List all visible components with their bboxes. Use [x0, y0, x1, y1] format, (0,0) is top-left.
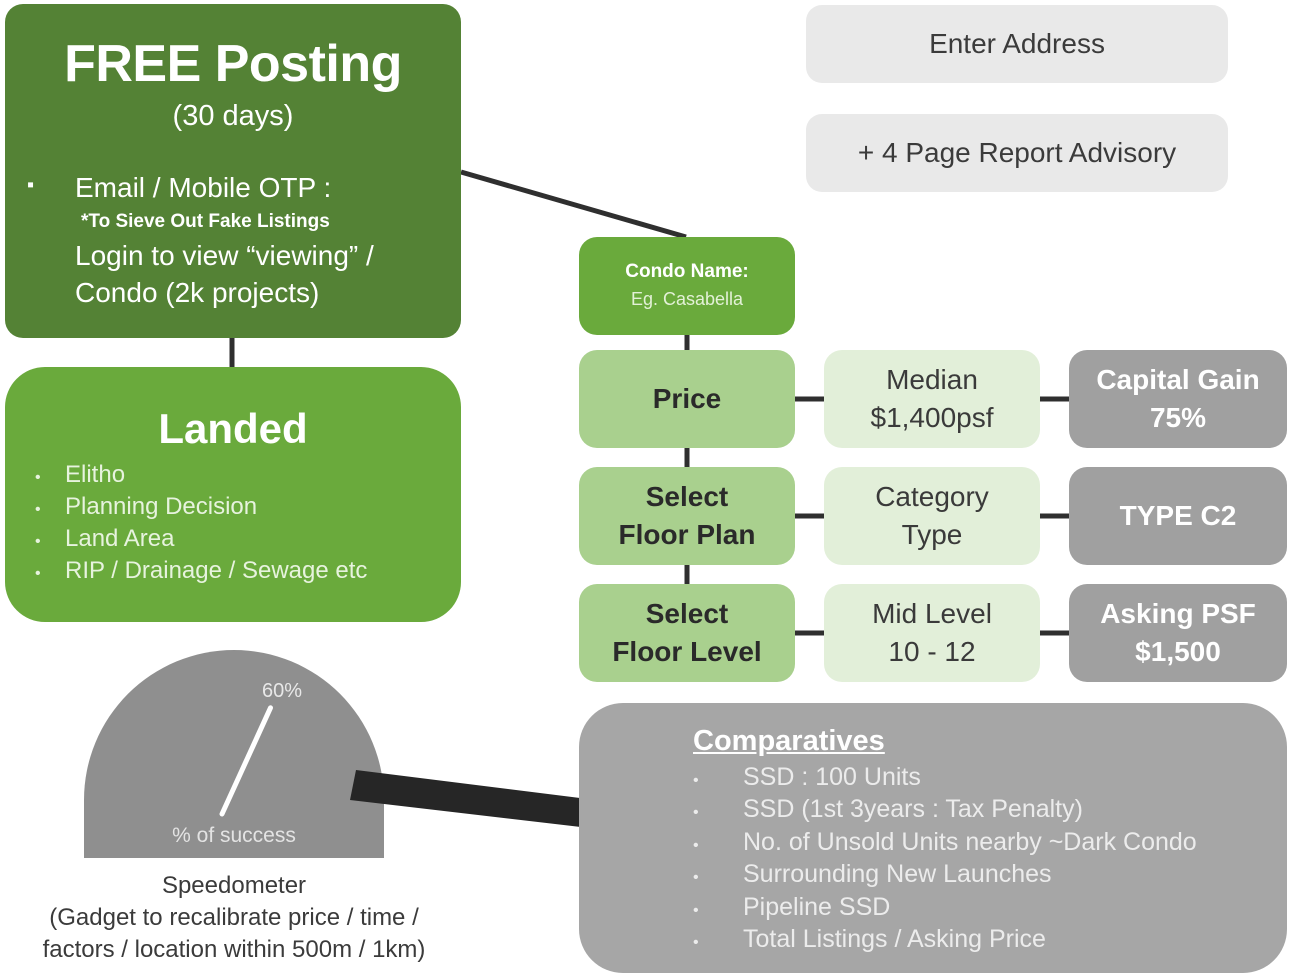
mid-label: Mid Level — [872, 598, 992, 629]
asking-psf-box: Asking PSF $1,500 — [1069, 584, 1287, 682]
bullet-icon: • — [35, 469, 41, 486]
median-price-box: Median $1,400psf — [824, 350, 1040, 448]
bullet-icon: • — [693, 933, 699, 951]
list-item: •Surrounding New Launches — [693, 858, 1197, 890]
condo-name-label: Condo Name: — [625, 261, 749, 282]
speedometer-value: 60% — [262, 680, 303, 702]
condo-name-example: Eg. Casabella — [630, 289, 744, 309]
floor-level-box: Mid Level 10 - 12 — [824, 584, 1040, 682]
result-label: Asking PSF — [1100, 598, 1256, 629]
step-label: Select — [645, 598, 729, 629]
mid-label: Median — [886, 364, 978, 395]
capital-gain-box: Capital Gain 75% — [1069, 350, 1287, 448]
select-floor-level-step[interactable]: Select Floor Level — [579, 584, 795, 682]
free-posting-duration: (30 days) — [172, 100, 294, 132]
landed-list: •Elitho •Planning Decision •Land Area •R… — [35, 459, 367, 587]
mid-value: 10 - 12 — [888, 636, 976, 667]
step-label: Floor Plan — [618, 519, 756, 550]
result-label: TYPE C2 — [1119, 500, 1237, 531]
mid-label: Category — [875, 481, 989, 512]
arrow-to-comparatives — [350, 770, 668, 848]
unit-type-box: TYPE C2 — [1069, 467, 1287, 565]
connector-free-to-condo — [460, 169, 687, 240]
comparatives-list: •SSD : 100 Units •SSD (1st 3years : Tax … — [693, 761, 1197, 955]
free-posting-otp: Email / Mobile OTP : — [75, 172, 332, 203]
speedometer-title: Speedometer — [161, 872, 307, 899]
landed-box: Landed •Elitho •Planning Decision •Land … — [5, 367, 461, 622]
bullet-icon: • — [693, 836, 699, 854]
price-step[interactable]: Price — [579, 350, 795, 448]
result-label: Capital Gain — [1096, 364, 1260, 395]
free-posting-box: FREE Posting (30 days) ▪ Email / Mobile … — [5, 4, 461, 338]
speedometer-description: (Gadget to recalibrate price / time / — [49, 904, 419, 931]
category-type-box: Category Type — [824, 467, 1040, 565]
bullet-icon: • — [693, 901, 699, 919]
list-item: •Planning Decision — [35, 491, 367, 523]
bullet-icon: • — [35, 501, 41, 518]
list-item: •No. of Unsold Units nearby ~Dark Condo — [693, 826, 1197, 858]
speedometer-needle — [219, 705, 273, 817]
list-item: •Total Listings / Asking Price — [693, 923, 1197, 955]
result-value: 75% — [1149, 402, 1207, 433]
list-item: •RIP / Drainage / Sewage etc — [35, 555, 367, 587]
free-posting-note: *To Sieve Out Fake Listings — [81, 211, 330, 232]
landed-title: Landed — [158, 405, 308, 452]
mid-value: Type — [901, 519, 963, 550]
list-item: •SSD (1st 3years : Tax Penalty) — [693, 793, 1197, 825]
mid-value: $1,400psf — [870, 402, 994, 433]
step-label: Price — [652, 383, 722, 414]
bullet-icon: • — [35, 565, 41, 582]
speedometer-gauge — [84, 650, 384, 858]
bullet-icon: • — [693, 869, 699, 887]
comparatives-box: Comparatives •SSD : 100 Units •SSD (1st … — [579, 703, 1287, 973]
speedometer-label: % of success — [172, 824, 296, 847]
list-item: •Land Area — [35, 523, 367, 555]
bullet-icon: • — [35, 533, 41, 550]
free-posting-login: Login to view “viewing” / — [75, 240, 374, 271]
condo-name-box[interactable]: Condo Name: Eg. Casabella — [579, 237, 795, 335]
step-label: Floor Level — [612, 636, 762, 667]
speedometer-description: factors / location within 500m / 1km) — [42, 936, 426, 963]
list-item: •Pipeline SSD — [693, 891, 1197, 923]
bullet-icon: ▪ — [27, 174, 35, 196]
list-item: •SSD : 100 Units — [693, 761, 1197, 793]
speedometer-caption: Speedometer (Gadget to recalibrate price… — [0, 870, 468, 966]
result-value: $1,500 — [1135, 636, 1221, 667]
enter-address-button[interactable]: Enter Address — [806, 5, 1228, 83]
report-advisory-button[interactable]: + 4 Page Report Advisory — [806, 114, 1228, 192]
bullet-icon: • — [693, 772, 699, 789]
list-item: •Elitho — [35, 459, 367, 491]
step-label: Select — [645, 481, 729, 512]
bullet-icon: • — [693, 804, 699, 822]
select-floor-plan-step[interactable]: Select Floor Plan — [579, 467, 795, 565]
free-posting-condo: Condo (2k projects) — [75, 277, 320, 308]
comparatives-title: Comparatives — [693, 725, 885, 757]
free-posting-title: FREE Posting — [64, 35, 402, 93]
